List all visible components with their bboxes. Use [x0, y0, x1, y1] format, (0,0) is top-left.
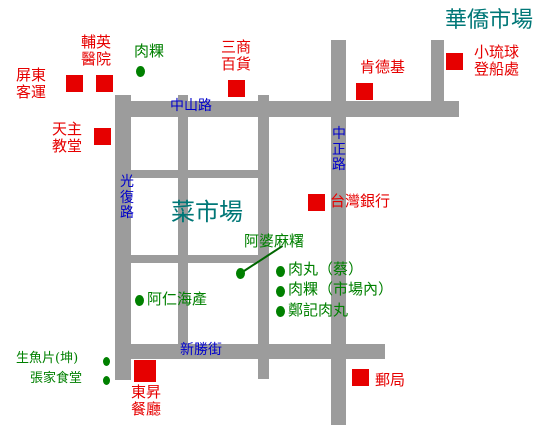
landmark-sanshang-store: 三商 百貨	[221, 39, 251, 73]
landmark-sanshang-store-line2: 百貨	[221, 54, 252, 73]
food-aren-seafood: 阿仁海產	[147, 290, 208, 308]
road-zhongshan	[115, 101, 459, 117]
district-huaqiao-market: 華僑市場	[445, 8, 534, 33]
dot-raw-fish	[103, 357, 110, 366]
landmark-sanshang-store-line1: 三商	[221, 38, 252, 56]
dot-rouwan-cai	[276, 266, 285, 277]
road-horizontal-lower	[131, 255, 268, 263]
landmark-fuying-hospital-line2: 醫院	[81, 49, 112, 68]
marker-bank-of-taiwan	[308, 194, 325, 211]
landmark-catholic-church-line1: 天主	[52, 120, 83, 138]
landmark-pingtung-bus: 屏東 客運	[16, 67, 46, 101]
landmark-dongsheng-restaurant-line1: 東昇	[131, 383, 162, 401]
landmark-post-office: 郵局	[375, 371, 406, 389]
road-zhongzheng-vertical	[331, 40, 346, 425]
marker-xiaoliuqiu-ferry	[446, 53, 463, 70]
landmark-dongsheng-restaurant-line2: 餐廳	[131, 399, 162, 418]
marker-fuying-hospital	[96, 75, 113, 92]
dot-aren-seafood	[135, 295, 144, 306]
food-zhang-family: 張家食堂	[30, 371, 83, 386]
landmark-pingtung-bus-line2: 客運	[16, 82, 47, 101]
street-label-xinsheng: 新勝街	[180, 342, 222, 358]
landmark-xiaoliuqiu-ferry-line2: 登船處	[474, 59, 520, 78]
marker-kfc	[356, 83, 373, 100]
dot-zhang-family	[103, 376, 110, 385]
food-rouzong-market: 肉粿（市場內）	[288, 280, 394, 298]
food-rouwan-cai: 肉丸（蔡）	[288, 260, 364, 278]
street-label-guangfu: 光復路	[120, 174, 134, 222]
landmark-xiaoliuqiu-ferry-line1: 小琉球	[474, 43, 520, 61]
marker-dongsheng-restaurant	[134, 360, 156, 382]
marker-pingtung-bus	[66, 75, 83, 92]
dot-apo-mashu	[236, 268, 245, 279]
food-zhengji-rouwan: 鄭記肉丸	[288, 301, 349, 319]
road-vertical-inner	[178, 95, 188, 359]
landmark-xiaoliuqiu-ferry: 小琉球 登船處	[474, 44, 519, 78]
marker-post-office	[352, 369, 369, 386]
landmark-pingtung-bus-line1: 屏東	[16, 66, 47, 84]
dot-zhengji-rouwan	[276, 306, 285, 317]
road-vertical-middle	[258, 95, 269, 379]
landmark-bank-of-taiwan: 台灣銀行	[330, 192, 391, 210]
marker-sanshang-store	[228, 80, 245, 97]
landmark-fuying-hospital: 輔英 醫院	[81, 34, 111, 68]
road-guangfu-vertical	[115, 95, 131, 380]
district-vegetable-market: 菜市場	[171, 198, 243, 226]
dot-rouzong-market	[276, 286, 285, 297]
dot-rouzong-north	[136, 66, 145, 77]
street-label-zhongzheng: 中正路	[332, 126, 346, 174]
marker-catholic-church	[94, 128, 111, 145]
food-raw-fish: 生魚片(坤)	[16, 351, 79, 366]
food-rouzong-north: 肉粿	[134, 42, 165, 60]
landmark-catholic-church: 天主 教堂	[52, 121, 82, 155]
road-horizontal-upper	[131, 170, 268, 178]
landmark-kfc: 肯德基	[360, 58, 406, 76]
landmark-catholic-church-line2: 教堂	[52, 136, 83, 155]
road-ferry-vertical	[431, 40, 444, 112]
street-label-zhongshan: 中山路	[170, 98, 212, 114]
landmark-fuying-hospital-line1: 輔英	[81, 33, 112, 51]
landmark-dongsheng-restaurant: 東昇 餐廳	[131, 384, 161, 418]
food-apo-mashu: 阿婆麻糬	[244, 232, 305, 250]
